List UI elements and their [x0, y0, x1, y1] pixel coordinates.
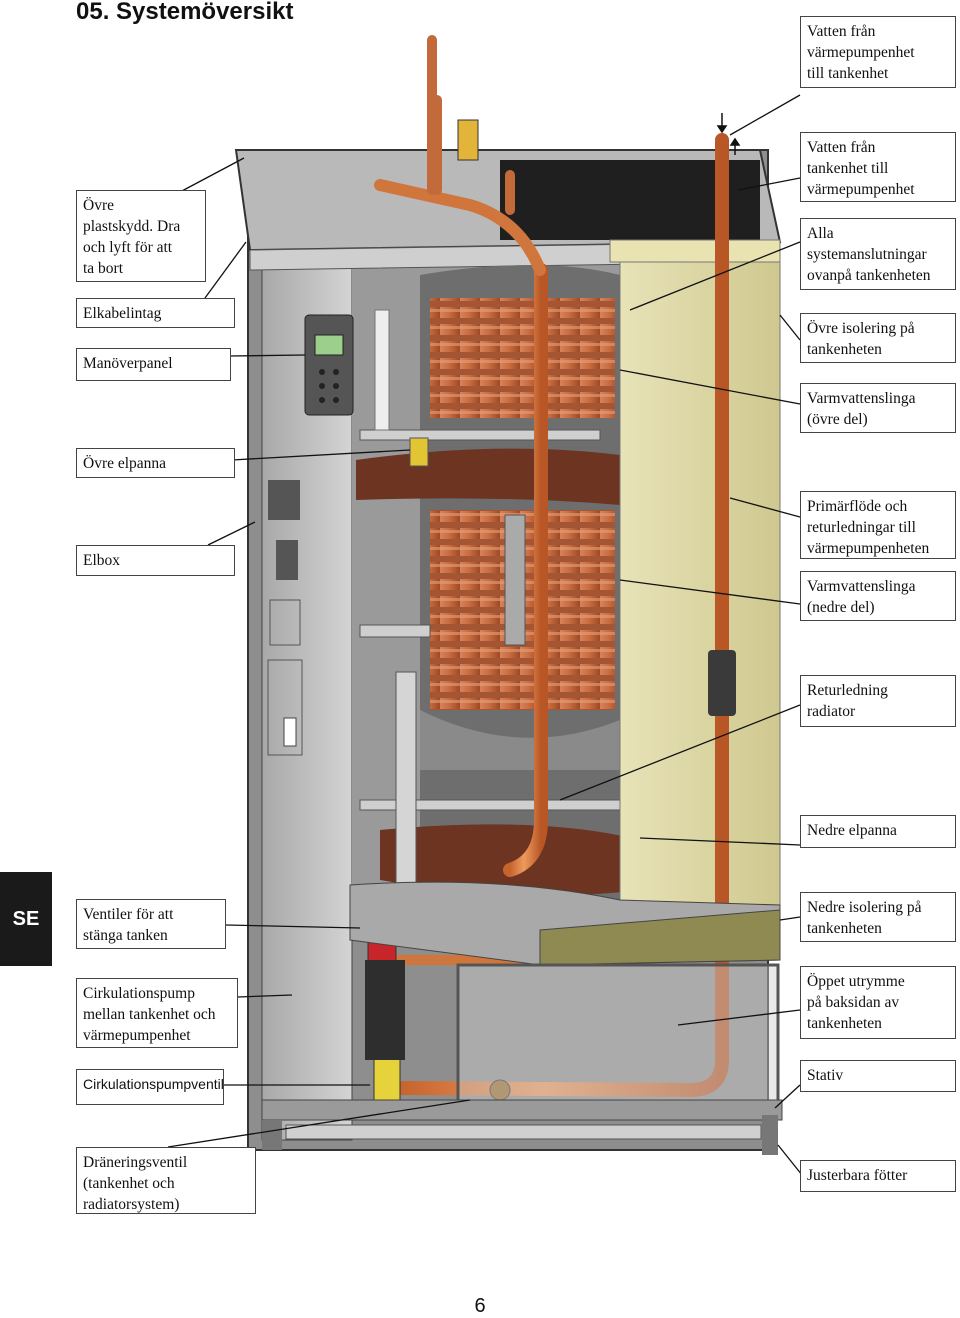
- adjustable-foot: [762, 1115, 778, 1155]
- label-water-from-heatpump: Vatten från värmepumpenhet till tankenhe…: [800, 16, 956, 88]
- label-primary-flow-return: Primärflöde och returledningar till värm…: [800, 491, 956, 559]
- radiator-return-sleeve: [708, 650, 736, 716]
- control-panel: [304, 314, 354, 416]
- page-number: 6: [474, 1295, 486, 1317]
- label-upper-plastic-cover: Övre plastskydd. Dra och lyft för att ta…: [76, 190, 206, 282]
- label-hot-water-coil-lower: Varmvattenslinga (nedre del): [800, 571, 956, 621]
- label-elbox: Elbox: [76, 545, 235, 576]
- label-open-space-back: Öppet utrymme på baksidan av tankenheten: [800, 966, 956, 1039]
- upper-heater-plate: [356, 448, 620, 505]
- label-upper-electric-heater: Övre elpanna: [76, 448, 235, 478]
- label-lower-electric-heater: Nedre elpanna: [800, 815, 956, 848]
- elbox-panel: [267, 480, 303, 756]
- insulation-shell: [619, 239, 781, 915]
- label-water-to-heatpump: Vatten från tankenhet till värmepumpenhe…: [800, 132, 956, 202]
- language-tab: SE: [0, 872, 52, 966]
- label-drain-valve: Dräneringsventil (tankenhet och radiator…: [76, 1147, 256, 1214]
- page-title: 05. Systemöversikt: [76, 0, 294, 25]
- label-lower-insulation: Nedre isolering på tankenheten: [800, 892, 956, 942]
- lower-section: [261, 881, 783, 1155]
- circulation-pump: [365, 960, 405, 1060]
- label-cable-inlet: Elkabelintag: [76, 298, 235, 328]
- label-upper-insulation: Övre isolering på tankenheten: [800, 313, 956, 363]
- label-radiator-return: Returledning radiator: [800, 675, 956, 727]
- lower-heater-plate: [380, 824, 640, 896]
- label-shutoff-valves: Ventiler för att stänga tanken: [76, 899, 226, 949]
- label-control-panel: Manöverpanel: [76, 348, 231, 381]
- label-hot-water-coil-upper: Varmvattenslinga (övre del): [800, 383, 956, 433]
- tank-body: [356, 265, 661, 900]
- leader-lines: [167, 94, 803, 1176]
- label-circulation-pump: Cirkulationspump mellan tankenhet och vä…: [76, 978, 238, 1048]
- copper-pipes: [374, 35, 729, 1098]
- label-system-connections: Alla systemanslutningar ovanpå tankenhet…: [800, 218, 956, 290]
- label-stand: Stativ: [800, 1060, 956, 1092]
- upper-coil: [430, 298, 615, 418]
- label-adjustable-feet: Justerbara fötter: [800, 1160, 956, 1192]
- label-circulation-pump-valve: Cirkulationspumpventil: [76, 1069, 224, 1105]
